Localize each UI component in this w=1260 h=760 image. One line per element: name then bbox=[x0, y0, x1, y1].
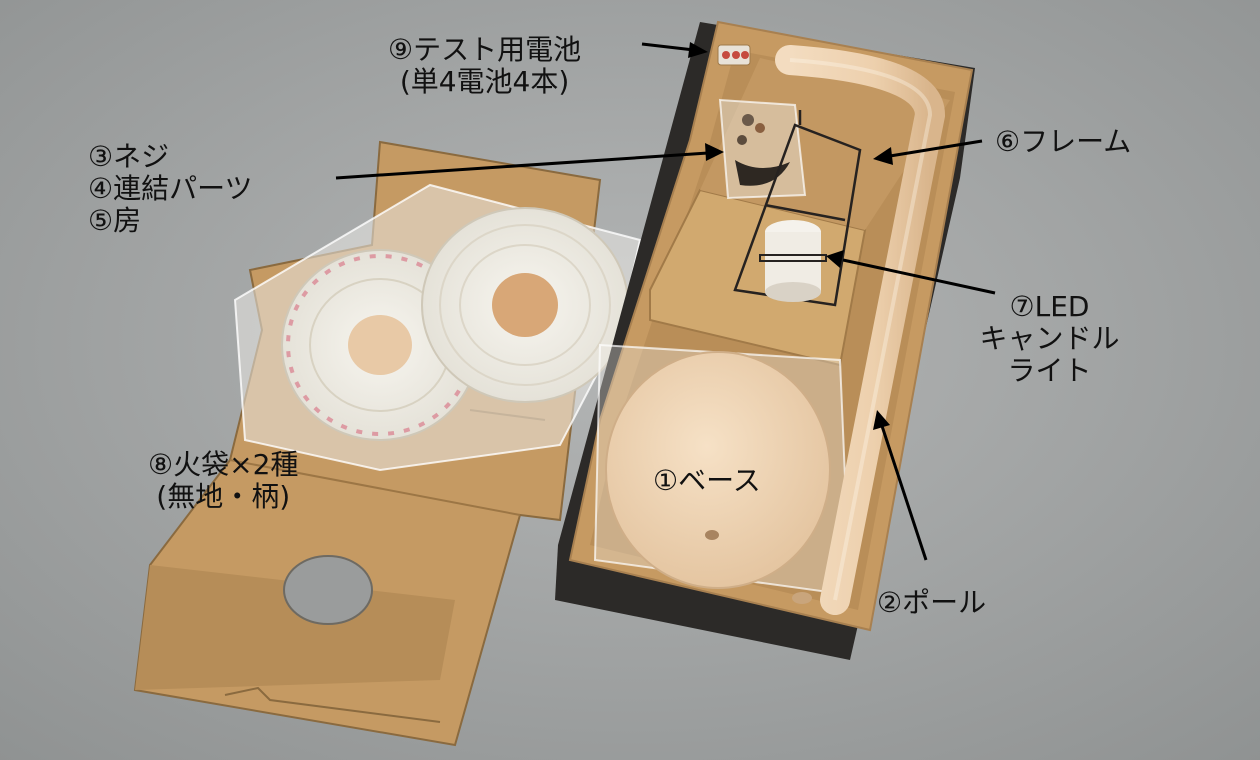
arrow-led-candle bbox=[826, 250, 996, 295]
label-line: ④連結パーツ bbox=[88, 172, 253, 205]
label-line: (単4電池4本) bbox=[399, 65, 570, 98]
label-line: キャンドル bbox=[979, 322, 1120, 355]
label-line: ③ネジ bbox=[88, 140, 170, 173]
sleeve-hole bbox=[283, 555, 373, 625]
label-line: (無地・柄) bbox=[156, 480, 291, 513]
lantern-frame bbox=[733, 110, 862, 307]
label-pole: ②ポール bbox=[877, 587, 986, 619]
lantern-paper-bags bbox=[233, 183, 642, 472]
label-line: ⑨テスト用電池 bbox=[388, 33, 582, 66]
label-line: ライト bbox=[1007, 354, 1092, 387]
label-line: ②ポール bbox=[877, 586, 987, 619]
label-line: ⑤房 bbox=[88, 204, 142, 237]
arrow-screws-parts bbox=[335, 143, 724, 180]
label-line: ⑧火袋×2種 bbox=[148, 448, 299, 481]
label-line: ⑦LED bbox=[1009, 290, 1090, 323]
arrow-test-battery bbox=[641, 42, 708, 58]
lantern-pole bbox=[775, 45, 946, 615]
label-frame: ⑥フレーム bbox=[995, 126, 1131, 158]
led-candle bbox=[759, 220, 827, 302]
label-lantern-bags: ⑧火袋×2種 (無地・柄) bbox=[148, 449, 298, 513]
label-line: ⑥フレーム bbox=[995, 125, 1132, 158]
label-line: ①ベース bbox=[653, 464, 761, 497]
arrow-frame bbox=[873, 139, 983, 165]
label-test-battery: ⑨テスト用電池 (単4電池4本) bbox=[388, 34, 581, 98]
callout-arrows bbox=[335, 42, 996, 561]
tassel bbox=[735, 160, 790, 186]
label-base: ①ベース bbox=[653, 465, 761, 497]
arrow-pole bbox=[873, 410, 928, 561]
small-parts-bag bbox=[718, 98, 807, 200]
label-screws-parts-tassel: ③ネジ ④連結パーツ ⑤房 bbox=[88, 141, 253, 237]
lantern-base bbox=[593, 343, 852, 597]
label-led-candle: ⑦LED キャンドル ライト bbox=[962, 291, 1137, 387]
